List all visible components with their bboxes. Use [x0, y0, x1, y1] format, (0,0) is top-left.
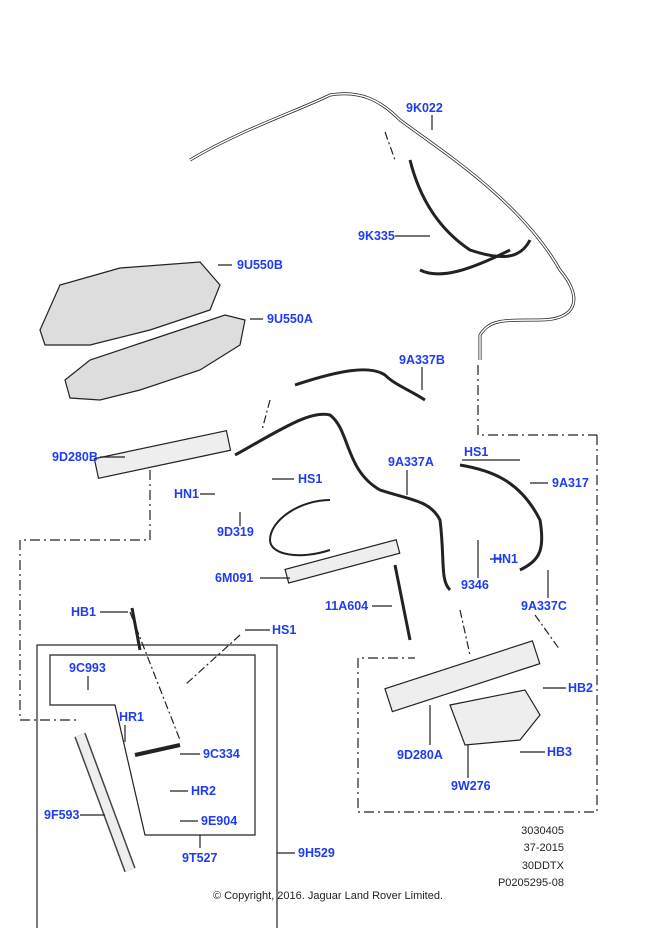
- callout-9U550B[interactable]: 9U550B: [237, 258, 283, 272]
- reference-engine: 30DDTX: [521, 860, 564, 872]
- callout-HR1[interactable]: HR1: [119, 710, 145, 724]
- callout-9D280A[interactable]: 9D280A: [397, 748, 443, 762]
- callout-9T527[interactable]: 9T527: [182, 851, 218, 865]
- callout-9A337A[interactable]: 9A337A: [388, 455, 434, 469]
- callout-9U550A[interactable]: 9U550A: [267, 312, 313, 326]
- callout-9346[interactable]: 9346: [461, 578, 489, 592]
- callout-HN1[interactable]: HN1: [174, 487, 200, 501]
- callout-HS1[interactable]: HS1: [464, 445, 489, 459]
- callout-9K022[interactable]: 9K022: [406, 101, 443, 115]
- reference-code: 3030405: [521, 825, 564, 837]
- callout-9D319[interactable]: 9D319: [217, 525, 254, 539]
- callout-9F593[interactable]: 9F593: [44, 808, 80, 822]
- callout-9E904[interactable]: 9E904: [201, 814, 238, 828]
- reference-date: 37-2015: [523, 842, 564, 854]
- callout-9A337C[interactable]: 9A337C: [521, 599, 567, 613]
- callout-9C334[interactable]: 9C334: [203, 747, 240, 761]
- callout-HR2[interactable]: HR2: [191, 784, 217, 798]
- callout-9W276[interactable]: 9W276: [451, 779, 491, 793]
- callout-9A337B[interactable]: 9A337B: [399, 353, 445, 367]
- callout-HB1[interactable]: HB1: [71, 605, 97, 619]
- callout-HB3[interactable]: HB3: [547, 745, 573, 759]
- callout-9A317[interactable]: 9A317: [552, 476, 589, 490]
- callout-HN1[interactable]: HN1: [493, 552, 519, 566]
- callout-9D280B[interactable]: 9D280B: [52, 450, 98, 464]
- callout-9C993[interactable]: 9C993: [69, 661, 106, 675]
- callout-6M091[interactable]: 6M091: [215, 571, 254, 585]
- callout-HS1[interactable]: HS1: [298, 472, 323, 486]
- callout-11A604[interactable]: 11A604: [325, 599, 369, 613]
- callout-HS1[interactable]: HS1: [272, 623, 297, 637]
- callout-HB2[interactable]: HB2: [568, 681, 594, 695]
- callout-9K335[interactable]: 9K335: [358, 229, 395, 243]
- callout-9H529[interactable]: 9H529: [298, 846, 335, 860]
- reference-illustration-id: P0205295-08: [497, 877, 564, 889]
- copyright: © Copyright, 2016. Jaguar Land Rover Lim…: [212, 890, 444, 902]
